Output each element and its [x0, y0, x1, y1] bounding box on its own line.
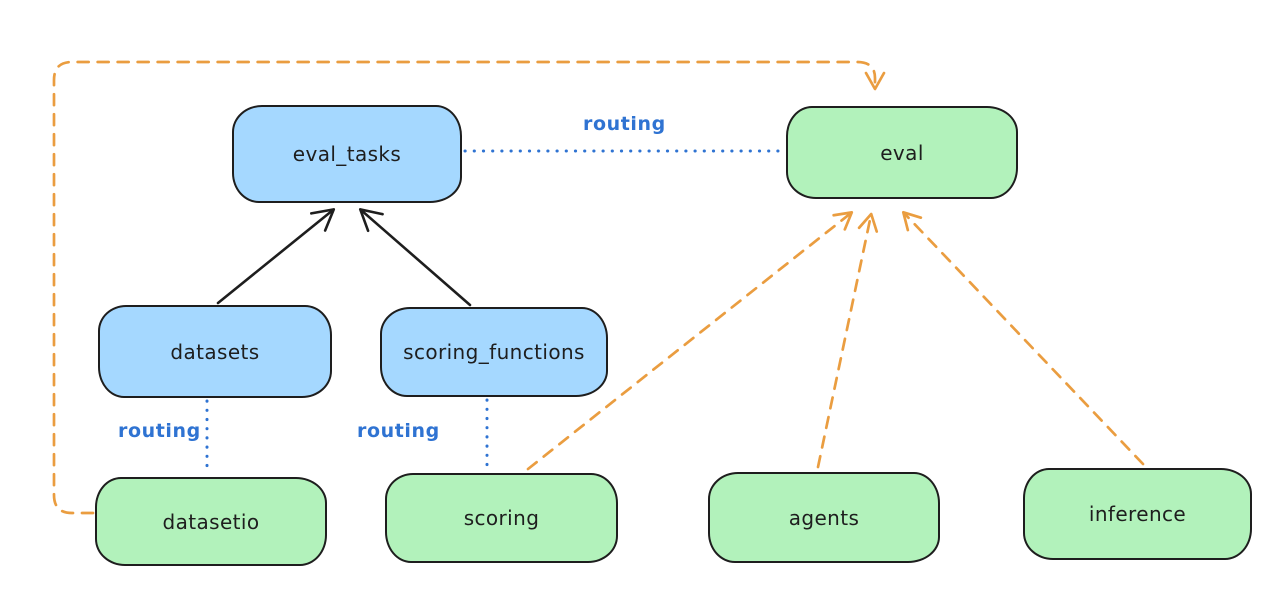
node-agents-label: agents	[788, 505, 860, 530]
node-agents: agents	[708, 472, 940, 563]
node-eval-label: eval	[880, 140, 924, 165]
node-scoring-label: scoring	[463, 506, 540, 530]
node-scoring-functions: scoring_functions	[380, 307, 608, 397]
node-datasets: datasets	[98, 305, 332, 398]
edge-scoring-to-eval	[526, 211, 854, 471]
edge-inference-to-eval	[901, 210, 1145, 466]
routing-label-scoring-functions-scoring: routing	[357, 420, 440, 442]
edge-scoring_functions-to-eval_tasks	[358, 208, 472, 307]
routing-label-eval-tasks-eval: routing	[583, 113, 666, 135]
node-inference-label: inference	[1088, 502, 1187, 526]
node-datasets-label: datasets	[170, 339, 260, 364]
node-eval-tasks: eval_tasks	[232, 105, 462, 203]
edge-agents-to-eval	[816, 212, 879, 469]
node-scoring: scoring	[385, 473, 618, 563]
node-inference: inference	[1023, 468, 1252, 560]
node-eval-tasks-label: eval_tasks	[292, 142, 402, 166]
routing-label-datasets-datasetio: routing	[118, 420, 201, 442]
edge-datasets-to-eval_tasks	[216, 208, 336, 305]
node-datasetio: datasetio	[95, 477, 327, 566]
node-scoring-functions-label: scoring_functions	[403, 340, 585, 364]
edge-datasetio-to-eval	[52, 60, 886, 515]
node-datasetio-label: datasetio	[162, 509, 260, 534]
node-eval: eval	[786, 106, 1018, 199]
